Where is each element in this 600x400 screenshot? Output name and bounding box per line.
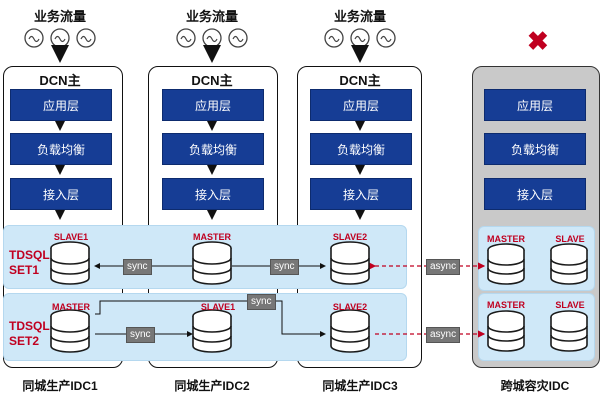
failed-x-icon: ✖ (527, 26, 549, 56)
traffic-icon (176, 28, 248, 48)
async-lines (369, 262, 486, 338)
dcn-label-idc2: DCN主 (191, 73, 233, 88)
database-icons (50, 241, 588, 353)
traffic-label-3: 业务流量 (333, 9, 386, 24)
access-layer-box: 接入层 (162, 178, 264, 210)
dcn-label-idc1: DCN主 (39, 73, 81, 88)
dr-idc-label: 跨城容灾IDC (500, 379, 570, 393)
idc3-label: 同城生产IDC3 (322, 379, 398, 393)
traffic-icon (324, 28, 396, 48)
load-balance-box: 负载均衡 (162, 133, 264, 165)
sync-tag: sync (270, 259, 299, 275)
idc1-label: 同城生产IDC1 (22, 379, 98, 393)
idc2-label: 同城生产IDC2 (174, 379, 250, 393)
access-layer-box: 接入层 (10, 178, 112, 210)
role-slave2: SLAVE2 (332, 302, 368, 312)
async-tag: async (426, 327, 461, 343)
role-master: MASTER (487, 234, 525, 244)
role-master: MASTER (193, 232, 231, 242)
app-layer-box: 应用层 (10, 89, 112, 121)
load-balance-box: 负载均衡 (310, 133, 412, 165)
async-tag: async (426, 259, 461, 275)
tdsql-set2-label: TDSQL SET2 (9, 319, 50, 348)
role-slave: SLAVE (555, 234, 585, 244)
traffic-icon (24, 28, 96, 48)
tdsql-set1-label: TDSQL SET1 (9, 248, 50, 277)
role-slave: SLAVE (555, 300, 585, 310)
role-master: MASTER (487, 300, 525, 310)
sync-tag: sync (247, 294, 276, 310)
app-layer-box: 应用层 (484, 89, 586, 121)
sync-tag: sync (126, 327, 155, 343)
role-slave1: SLAVE1 (53, 232, 89, 242)
traffic-label-2: 业务流量 (185, 9, 238, 24)
role-slave2: SLAVE2 (332, 232, 368, 242)
app-layer-box: 应用层 (162, 89, 264, 121)
load-balance-box: 负载均衡 (10, 133, 112, 165)
dcn-label-idc3: DCN主 (339, 73, 381, 88)
role-slave1: SLAVE1 (200, 302, 236, 312)
app-layer-box: 应用层 (310, 89, 412, 121)
access-layer-box: 接入层 (310, 178, 412, 210)
load-balance-box: 负载均衡 (484, 133, 586, 165)
sync-tag: sync (123, 259, 152, 275)
role-master: MASTER (52, 302, 90, 312)
traffic-label-1: 业务流量 (33, 9, 86, 24)
access-layer-box: 接入层 (484, 178, 586, 210)
